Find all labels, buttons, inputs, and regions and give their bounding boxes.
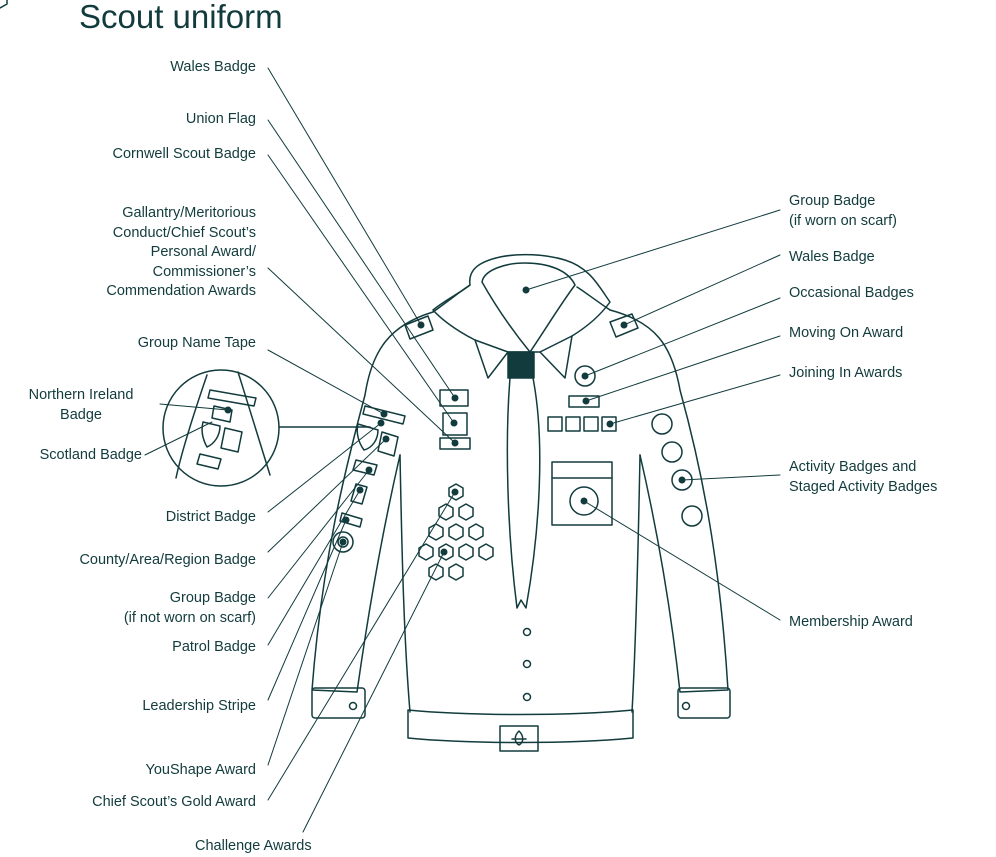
label-group-badge-on-scarf: Group Badge (if worn on scarf) xyxy=(789,193,897,229)
leader-lines xyxy=(144,67,781,833)
right-cuff xyxy=(677,687,731,719)
belt-buckle xyxy=(499,725,539,752)
right-body-side xyxy=(631,454,641,713)
waistband xyxy=(407,709,634,744)
scarf-back xyxy=(432,253,611,353)
leader-dots xyxy=(224,286,686,556)
label-patrol-badge: Patrol Badge xyxy=(172,639,256,655)
label-wales-badge-right: Wales Badge xyxy=(789,249,875,265)
challenge-hexagons xyxy=(418,483,494,581)
label-membership-award: Membership Award xyxy=(789,614,913,630)
shirt xyxy=(311,284,731,752)
label-chief-scouts-gold-award: Chief Scout’s Gold Award xyxy=(92,794,256,810)
sleeve-zoom-detail xyxy=(162,369,371,487)
label-scotland-badge: Scotland Badge xyxy=(39,447,142,463)
page-title: Scout uniform xyxy=(79,0,283,35)
right-pocket xyxy=(551,461,613,526)
scarf-woggle xyxy=(507,351,535,379)
left-cuff xyxy=(311,687,366,719)
label-gallantry-awards: Gallantry/Meritorious Conduct/Chief Scou… xyxy=(106,205,256,299)
scarf-collar xyxy=(432,253,611,609)
label-youshape-award: YouShape Award xyxy=(145,762,256,778)
label-wales-badge-left: Wales Badge xyxy=(170,59,256,75)
label-activity-badges: Activity Badges and Staged Activity Badg… xyxy=(789,459,938,495)
left-body-side xyxy=(399,454,411,713)
label-occasional-badges: Occasional Badges xyxy=(789,285,914,301)
label-joining-in-awards: Joining In Awards xyxy=(789,365,903,381)
label-moving-on-award: Moving On Award xyxy=(789,325,904,341)
scarf-tails xyxy=(506,377,541,609)
left-sleeve xyxy=(311,311,434,693)
label-union-flag: Union Flag xyxy=(185,111,256,127)
label-group-name-tape: Group Name Tape xyxy=(137,335,256,351)
label-cornwell-scout-badge: Cornwell Scout Badge xyxy=(112,146,256,162)
badges xyxy=(0,0,703,553)
label-northern-ireland-badge: Northern Ireland Badge xyxy=(28,387,134,423)
label-group-badge-not-on-scarf: Group Badge (if not worn on scarf) xyxy=(123,590,256,626)
label-leadership-stripe: Leadership Stripe xyxy=(142,698,256,714)
scarf-inner xyxy=(481,262,576,353)
right-sleeve xyxy=(609,309,729,693)
label-challenge-awards: Challenge Awards xyxy=(195,838,312,854)
label-district-badge: District Badge xyxy=(165,509,256,525)
label-county-area-region-badge: County/Area/Region Badge xyxy=(79,552,256,568)
